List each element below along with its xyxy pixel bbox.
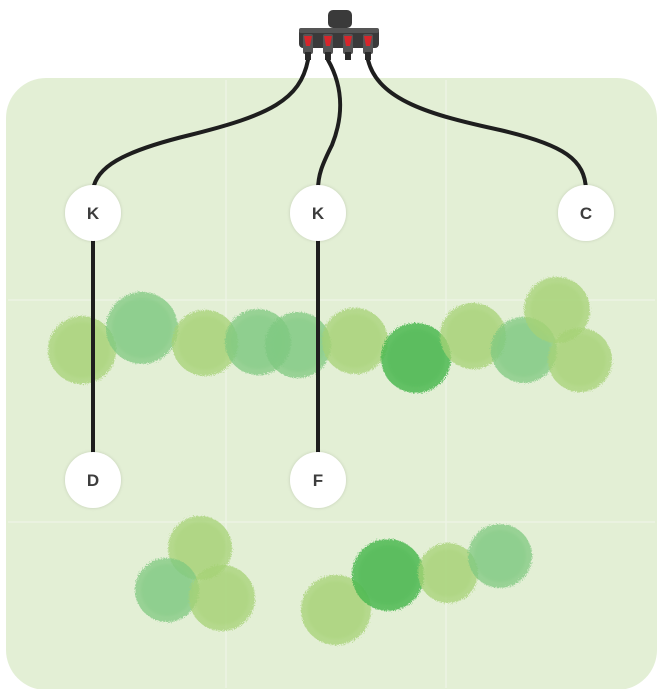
valve-4-icon[interactable] — [363, 34, 373, 60]
plant-6 — [322, 308, 388, 374]
connector-f-label: F — [313, 471, 323, 490]
hose-to-k-middle — [316, 58, 343, 192]
connector-k-middle-label: K — [312, 204, 325, 223]
plant-2 — [106, 292, 178, 364]
hoses — [91, 58, 588, 457]
manifold-tap — [328, 10, 352, 28]
connector-k-left-label: K — [87, 204, 100, 223]
plant-17 — [418, 543, 478, 603]
plant-8 — [440, 303, 506, 369]
plants-layer — [48, 277, 612, 645]
plant-11 — [548, 328, 612, 392]
valve-3-icon[interactable] — [343, 34, 353, 60]
valve-2-icon[interactable] — [323, 34, 333, 60]
hose-to-k-left — [91, 58, 310, 192]
plant-16 — [352, 539, 424, 611]
connector-c-label: C — [580, 204, 592, 223]
hose-to-c — [366, 58, 588, 192]
plant-14 — [189, 565, 255, 631]
plant-5 — [265, 312, 331, 378]
plant-13 — [135, 558, 199, 622]
plant-18 — [468, 524, 532, 588]
plant-7 — [381, 323, 451, 393]
connector-k-middle[interactable]: K — [290, 185, 346, 241]
connector-k-left[interactable]: K — [65, 185, 121, 241]
valve-1-icon[interactable] — [303, 34, 313, 60]
connector-d[interactable]: D — [65, 452, 121, 508]
plant-3 — [172, 310, 238, 376]
connector-d-label: D — [87, 471, 99, 490]
plant-1 — [48, 316, 116, 384]
hose-manifold — [299, 10, 379, 60]
connector-c[interactable]: C — [558, 185, 614, 241]
plant-15 — [301, 575, 371, 645]
connector-f[interactable]: F — [290, 452, 346, 508]
plant-10 — [524, 277, 590, 343]
